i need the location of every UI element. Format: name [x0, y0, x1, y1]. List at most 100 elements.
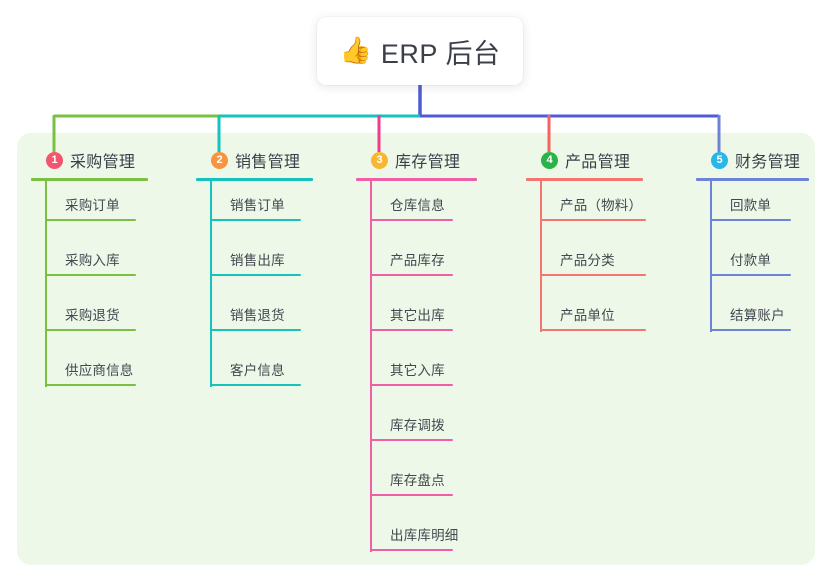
list-item-rule	[541, 274, 646, 276]
column-items: 仓库信息产品库存其它出库其它入库库存调拨库存盘点出库库明细	[356, 181, 477, 566]
column-header-4[interactable]: 4 产品管理	[526, 148, 643, 172]
list-item[interactable]: 产品分类	[541, 236, 646, 291]
column-title: 财务管理	[735, 154, 801, 171]
list-item-rule	[46, 274, 136, 276]
list-item[interactable]: 付款单	[711, 236, 809, 291]
list-item[interactable]: 其它出库	[371, 291, 477, 346]
list-item[interactable]: 销售订单	[211, 181, 313, 236]
list-item[interactable]: 产品（物料）	[541, 181, 646, 236]
root-node-card[interactable]: 👍 ERP 后台	[317, 17, 523, 85]
list-item-label: 采购入库	[65, 253, 120, 268]
list-item[interactable]: 结算账户	[711, 291, 809, 346]
column-badge-icon: 3	[371, 151, 388, 169]
list-item-label: 库存盘点	[390, 473, 445, 488]
list-item[interactable]: 库存调拨	[371, 401, 477, 456]
column-5: 5 财务管理回款单付款单结算账户	[696, 148, 809, 346]
column-title: 产品管理	[565, 154, 631, 171]
list-item-label: 其它出库	[390, 308, 445, 323]
list-item-rule	[371, 439, 453, 441]
list-item[interactable]: 采购退货	[46, 291, 148, 346]
list-item-rule	[711, 274, 791, 276]
list-item[interactable]: 库存盘点	[371, 456, 477, 511]
column-title: 库存管理	[395, 154, 461, 171]
column-header-1[interactable]: 1 采购管理	[31, 148, 148, 172]
list-item-label: 销售出库	[230, 253, 285, 268]
list-item-label: 其它入库	[390, 363, 445, 378]
page-title: ERP 后台	[380, 38, 501, 69]
column-header-rule	[696, 178, 809, 181]
column-header-rule	[31, 178, 148, 181]
list-item[interactable]: 出库库明细	[371, 511, 477, 566]
list-item-label: 仓库信息	[390, 198, 445, 213]
list-item-label: 销售订单	[230, 198, 285, 213]
list-item-label: 结算账户	[730, 308, 785, 323]
list-item[interactable]: 采购入库	[46, 236, 148, 291]
list-item[interactable]: 销售出库	[211, 236, 313, 291]
list-item-label: 出库库明细	[390, 528, 459, 543]
column-spine	[540, 181, 542, 332]
column-1: 1 采购管理采购订单采购入库采购退货供应商信息	[31, 148, 148, 401]
content-panel	[17, 133, 815, 565]
list-item-rule	[46, 219, 136, 221]
column-spine	[710, 181, 712, 332]
thumbs-up-icon: 👍	[339, 35, 372, 65]
column-title: 采购管理	[70, 154, 136, 171]
list-item-label: 产品分类	[560, 253, 615, 268]
list-item-label: 付款单	[730, 253, 772, 268]
list-item[interactable]: 仓库信息	[371, 181, 477, 236]
column-badge-icon: 4	[541, 151, 558, 169]
list-item-label: 产品（物料）	[560, 198, 643, 213]
list-item-rule	[211, 329, 301, 331]
column-badge-icon: 1	[46, 151, 63, 169]
column-header-5[interactable]: 5 财务管理	[696, 148, 809, 172]
list-item-label: 库存调拨	[390, 418, 445, 433]
list-item-label: 采购订单	[65, 198, 120, 213]
list-item-rule	[371, 494, 453, 496]
list-item[interactable]: 回款单	[711, 181, 809, 236]
column-items: 销售订单销售出库销售退货客户信息	[196, 181, 313, 401]
column-spine	[370, 181, 372, 552]
list-item-rule	[46, 329, 136, 331]
list-item-label: 供应商信息	[65, 363, 134, 378]
list-item[interactable]: 产品库存	[371, 236, 477, 291]
column-items: 采购订单采购入库采购退货供应商信息	[31, 181, 148, 401]
list-item[interactable]: 客户信息	[211, 346, 313, 401]
column-badge-icon: 5	[711, 151, 728, 169]
list-item-rule	[371, 219, 453, 221]
list-item[interactable]: 其它入库	[371, 346, 477, 401]
list-item[interactable]: 销售退货	[211, 291, 313, 346]
list-item-rule	[711, 329, 791, 331]
list-item-rule	[371, 329, 453, 331]
list-item[interactable]: 采购订单	[46, 181, 148, 236]
column-header-rule	[196, 178, 313, 181]
list-item-label: 采购退货	[65, 308, 120, 323]
column-spine	[45, 181, 47, 387]
list-item[interactable]: 供应商信息	[46, 346, 148, 401]
list-item-rule	[371, 549, 453, 551]
list-item-rule	[211, 219, 301, 221]
column-spine	[210, 181, 212, 387]
list-item-label: 销售退货	[230, 308, 285, 323]
column-badge-icon: 2	[211, 151, 228, 169]
column-items: 回款单付款单结算账户	[696, 181, 809, 346]
list-item-label: 回款单	[730, 198, 772, 213]
column-header-rule	[356, 178, 477, 181]
column-3: 3 库存管理仓库信息产品库存其它出库其它入库库存调拨库存盘点出库库明细	[356, 148, 477, 566]
column-header-rule	[526, 178, 643, 181]
column-items: 产品（物料） 产品分类产品单位	[526, 181, 646, 346]
list-item-rule	[541, 329, 646, 331]
list-item-rule	[711, 219, 791, 221]
list-item-label: 产品库存	[390, 253, 445, 268]
list-item-rule	[541, 219, 646, 221]
list-item-label: 客户信息	[230, 363, 285, 378]
list-item-rule	[46, 384, 136, 386]
list-item[interactable]: 产品单位	[541, 291, 646, 346]
list-item-rule	[211, 274, 301, 276]
column-header-3[interactable]: 3 库存管理	[356, 148, 477, 172]
list-item-label: 产品单位	[560, 308, 615, 323]
